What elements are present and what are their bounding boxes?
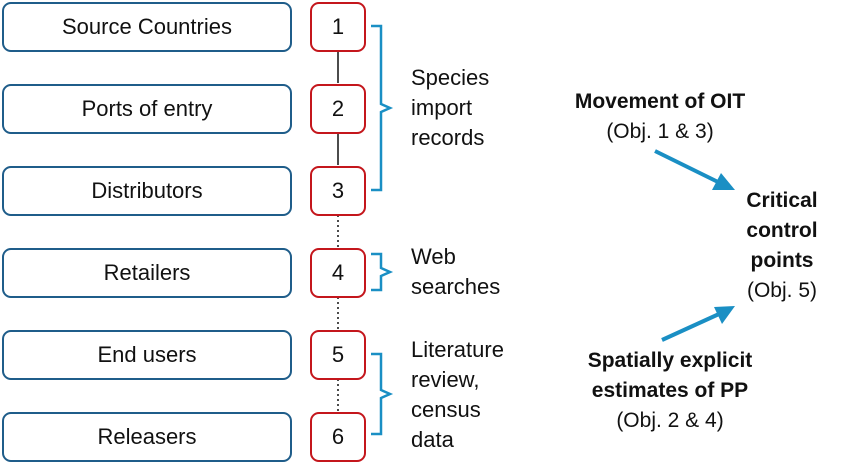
stage-number-5: 5 bbox=[310, 330, 366, 380]
stage-box-releasers: Releasers bbox=[2, 412, 292, 462]
spatially-explicit-estimates: Spatially explicit estimates of PP (Obj.… bbox=[552, 346, 788, 436]
critical-control-points: Critical control points (Obj. 5) bbox=[722, 186, 842, 306]
stage-box-distributors: Distributors bbox=[2, 166, 292, 216]
critical-line: points bbox=[750, 249, 814, 272]
bracket-import-records bbox=[371, 24, 394, 192]
spatial-line: estimates of PP bbox=[591, 379, 749, 402]
source-line: records bbox=[411, 125, 485, 150]
critical-line: Critical bbox=[746, 189, 818, 212]
spatial-note: (Obj. 2 & 4) bbox=[616, 409, 724, 432]
stage-box-source-countries: Source Countries bbox=[2, 2, 292, 52]
source-label-web-searches: Web searches bbox=[411, 242, 500, 302]
source-line: searches bbox=[411, 274, 501, 299]
stage-number-2: 2 bbox=[310, 84, 366, 134]
stage-number-6: 6 bbox=[310, 412, 366, 462]
stage-box-end-users: End users bbox=[2, 330, 292, 380]
source-line: import bbox=[411, 95, 473, 120]
source-line: census bbox=[411, 397, 481, 422]
source-line: Species bbox=[411, 65, 490, 90]
spatial-line: Spatially explicit bbox=[587, 349, 753, 372]
source-line: Web bbox=[411, 244, 456, 269]
source-label-literature: Literature review, census data bbox=[411, 335, 504, 455]
stage-box-retailers: Retailers bbox=[2, 248, 292, 298]
arrow-movement bbox=[654, 149, 735, 190]
source-line: Literature bbox=[411, 337, 504, 362]
stage-number-4: 4 bbox=[310, 248, 366, 298]
arrow-spatial bbox=[661, 306, 735, 342]
stage-number-1: 1 bbox=[310, 2, 366, 52]
stage-box-ports-of-entry: Ports of entry bbox=[2, 84, 292, 134]
critical-line: control bbox=[746, 219, 818, 242]
source-line: review, bbox=[411, 367, 480, 392]
movement-note: (Obj. 1 & 3) bbox=[606, 120, 714, 143]
critical-note: (Obj. 5) bbox=[746, 279, 817, 302]
bracket-web-searches bbox=[371, 252, 394, 292]
stage-number-3: 3 bbox=[310, 166, 366, 216]
movement-title: Movement of OIT bbox=[574, 90, 746, 113]
source-line: data bbox=[411, 427, 454, 452]
source-label-import-records: Species import records bbox=[411, 63, 489, 153]
movement-of-oit: Movement of OIT (Obj. 1 & 3) bbox=[540, 87, 780, 147]
bracket-literature bbox=[371, 352, 394, 436]
